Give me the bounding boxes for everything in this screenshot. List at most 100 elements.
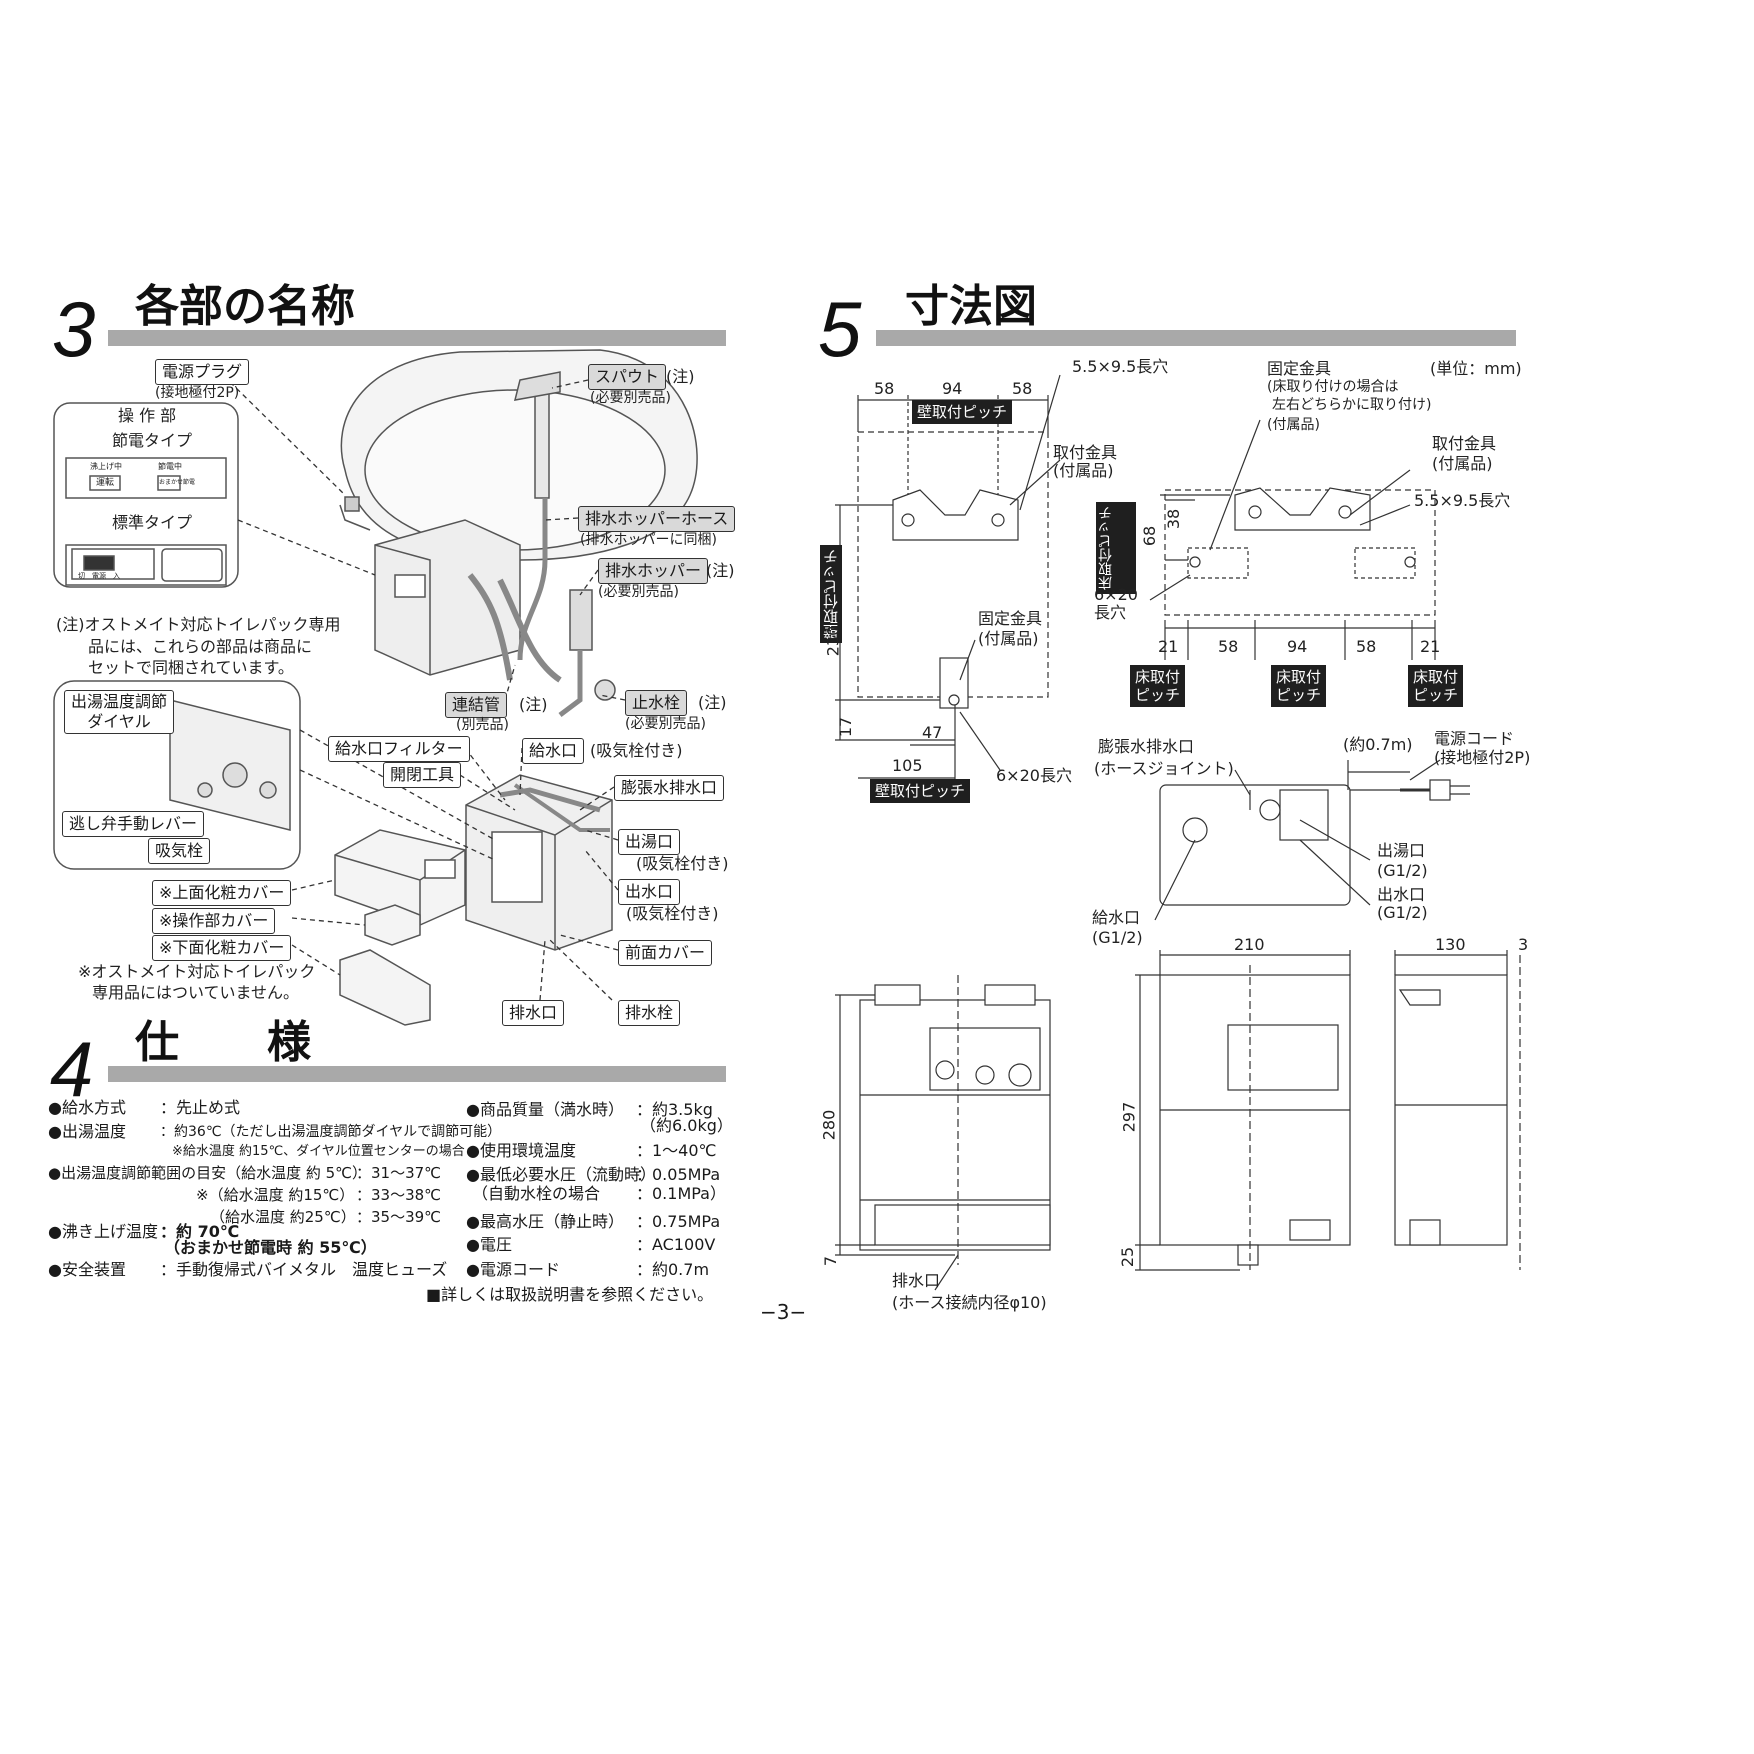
eco-led-2: 節電中 — [158, 462, 182, 471]
dim-hole2: 6×20 — [1094, 585, 1138, 604]
dim-58-a: 58 — [874, 379, 895, 398]
connect-pipe-sub: (別売品) — [456, 717, 509, 733]
floor-pitch-1-line-1: 床取付 — [1135, 668, 1181, 686]
section-4-number: 4 — [50, 1025, 94, 1113]
dim-cord-sub: (接地極付2P) — [1434, 748, 1531, 767]
dim-fix-bracket-sub: (付属品) — [978, 629, 1039, 648]
dim-bracket2: 取付金具 — [1432, 434, 1497, 453]
water-outlet-label: 出水口 — [618, 879, 681, 905]
spec-temp-value: ：約36℃（ただし出湯温度調節ダイヤルで調節可能） — [160, 1124, 502, 1140]
floor-pitch-side-badge: 床取付ピッチ — [1096, 502, 1136, 594]
eco-save-button: おまかせ節電 — [159, 479, 196, 486]
temp-dial-line-1: 出湯温度調節 — [71, 692, 168, 711]
dim-94-a: 94 — [942, 379, 963, 398]
dim-17: 17 — [836, 716, 856, 738]
dim-cord-length: (約0.7m) — [1343, 735, 1413, 754]
floor-pitch-3-line-2: ピッチ — [1413, 686, 1459, 704]
expansion-outlet-label: 膨張水排水口 — [614, 775, 725, 801]
dim-drain2-sub: (ホース接続内径φ10) — [892, 1293, 1047, 1312]
front-cover-label: 前面カバー — [618, 940, 713, 966]
hopper-hose-label: 排水ホッパーホース — [578, 506, 736, 532]
note-line-2: 品には、これらの部品は商品に — [88, 637, 313, 656]
note-line-3: セットで同梱されています。 — [88, 658, 294, 677]
spec-range2-label: ※（給水温度 約15℃） — [196, 1186, 355, 1204]
dim-cord: 電源コード — [1434, 729, 1515, 748]
connect-pipe-label: 連結管 — [445, 692, 508, 718]
dim-fix2-sub3: (付属品) — [1267, 417, 1320, 433]
operation-panel-title: 操 作 部 — [118, 406, 177, 425]
spec-env-label: ●使用環境温度 — [466, 1141, 576, 1160]
dim-25: 25 — [1118, 1246, 1138, 1268]
dim-fix2: 固定金具 — [1267, 359, 1332, 378]
spec-env-value: ：1〜40℃ — [636, 1141, 717, 1160]
floor-pitch-3-line-1: 床取付 — [1413, 668, 1459, 686]
section-3-number: 3 — [52, 285, 96, 373]
relief-lever-label: 逃し弁手動レバー — [62, 811, 205, 837]
dim-fix-bracket: 固定金具 — [978, 609, 1043, 628]
section-3-bar — [108, 330, 726, 346]
dim-94-b: 94 — [1287, 637, 1308, 656]
page-number: −3− — [760, 1300, 807, 1324]
spec-auto-label: （自動水栓の場合 — [472, 1184, 601, 1203]
section-3-title: 各部の名称 — [135, 281, 355, 332]
dim-7: 7 — [821, 1255, 841, 1267]
spec-maxp-label: ●最高水圧（静止時） — [466, 1212, 624, 1231]
hopper-note: (注) — [706, 561, 735, 580]
drain-plug-label: 排水栓 — [618, 1000, 681, 1026]
section-4-title: 仕 様 — [135, 1017, 311, 1068]
spec-minp-label: ●最低必要水圧（流動時） — [466, 1165, 656, 1184]
spec-range3-label: （給水温度 約25℃） — [210, 1208, 356, 1226]
spec-footnote: ■詳しくは取扱説明書を参照ください。 — [426, 1285, 714, 1304]
spec-volt-value: ：AC100V — [636, 1235, 716, 1254]
eco-led-1: 沸上げ中 — [90, 462, 122, 471]
floor-pitch-badge-1: 床取付 ピッチ — [1130, 665, 1186, 707]
spec-range-label: ●出湯温度調節範囲の目安（給水温度 約 5℃） — [48, 1164, 368, 1182]
dim-drain2: 排水口 — [892, 1271, 941, 1290]
dim-exp-drain: 膨張水排水口 — [1098, 737, 1195, 756]
section-5-number: 5 — [818, 285, 862, 373]
air-valve-label: 吸気栓 — [148, 838, 211, 864]
stop-valve-note: (注) — [698, 693, 727, 712]
inlet-filter-label: 給水口フィルター — [328, 736, 470, 762]
floor-pitch-badge-3: 床取付 ピッチ — [1408, 665, 1464, 707]
spec-supply-value: ：先止め式 — [160, 1098, 241, 1117]
dim-bracket-sub: (付属品) — [1053, 461, 1114, 480]
dim-wout-sub: (G1/2) — [1377, 903, 1428, 922]
water-outlet-sub: (吸気栓付き) — [626, 904, 719, 923]
hopper-label: 排水ホッパー — [598, 558, 709, 584]
floor-pitch-2-line-1: 床取付 — [1276, 668, 1322, 686]
dim-unit: (単位：mm) — [1430, 359, 1522, 378]
dim-38: 38 — [1164, 508, 1184, 530]
standard-type-label: 標準タイプ — [112, 513, 193, 532]
dim-210: 210 — [1234, 935, 1265, 954]
section-5-bar — [876, 330, 1516, 346]
dim-280: 280 — [819, 1109, 839, 1141]
spec-weight-full: （約6.0kg） — [640, 1116, 733, 1135]
dim-bracket: 取付金具 — [1053, 443, 1118, 462]
spec-temp-note: ※給水温度 約15℃、ダイヤル位置センターの場合 — [172, 1144, 465, 1159]
drain-label: 排水口 — [502, 1000, 565, 1026]
hopper-hose-sub: (排水ホッパーに同梱) — [580, 532, 717, 548]
dim-130: 130 — [1435, 935, 1466, 954]
cover-note-2: 専用品にはついていません。 — [92, 983, 300, 1002]
dim-hot: 出湯口 — [1377, 841, 1426, 860]
spec-weight-label: ●商品質量（満水時） — [466, 1100, 624, 1119]
temp-dial-label: 出湯温度調節 ダイヤル — [64, 690, 175, 734]
spec-boil-eco: （おまかせ節電時 約 55℃） — [164, 1238, 377, 1257]
spec-range2-value: ：33〜38℃ — [356, 1186, 442, 1204]
dim-230: 230 — [823, 625, 843, 657]
stop-valve-sub: (必要別売品) — [625, 716, 706, 732]
dim-hole2b: 長穴 — [1094, 603, 1127, 622]
dim-hot-sub: (G1/2) — [1377, 861, 1428, 880]
floor-pitch-badge-2: 床取付 ピッチ — [1271, 665, 1327, 707]
floor-pitch-1-line-2: ピッチ — [1135, 686, 1181, 704]
spec-boil-label: ●沸き上げ温度 — [48, 1222, 158, 1241]
inlet-sub: (吸気栓付き) — [590, 741, 683, 760]
spec-boil-value: ：約 70℃ — [160, 1222, 240, 1241]
dim-21-a: 21 — [1158, 637, 1179, 656]
note-line-1: (注)オストメイト対応トイレパック専用 — [56, 615, 341, 634]
dim-58-b: 58 — [1012, 379, 1033, 398]
inlet-label: 給水口 — [522, 738, 585, 764]
hopper-sub: (必要別売品) — [598, 584, 679, 600]
